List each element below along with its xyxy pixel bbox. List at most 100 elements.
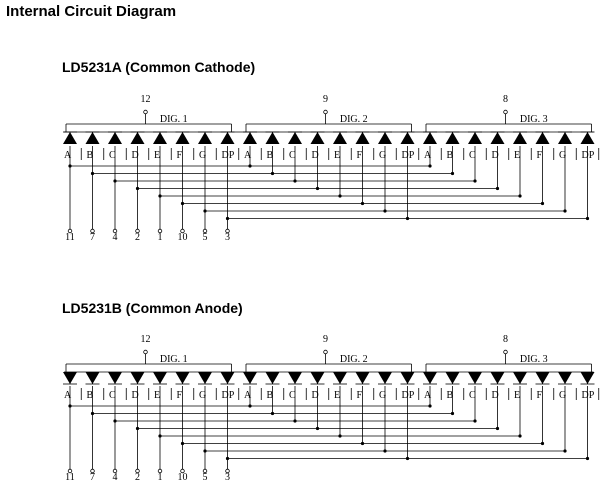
common-pin-number: 9 <box>323 334 328 345</box>
segment-label: G <box>379 150 386 161</box>
segment-label: A <box>64 150 72 161</box>
segment-label: F <box>357 150 363 161</box>
segment-label: DP <box>402 390 415 401</box>
segment-pin-terminal <box>90 228 95 234</box>
segment-label: B <box>87 390 94 401</box>
segment-pin-number: 1 <box>158 472 163 483</box>
common-pin-number: 9 <box>323 94 328 105</box>
segment-pin-number: 4 <box>113 472 118 483</box>
segment-label: G <box>379 390 386 401</box>
segment-pin-number: 10 <box>178 232 188 243</box>
segment-pin-number: 7 <box>90 472 95 483</box>
segment-label: G <box>199 390 206 401</box>
segment-label: C <box>289 390 296 401</box>
segment-label: G <box>199 150 206 161</box>
segment-label: E <box>514 390 520 401</box>
common-pin-terminal <box>143 349 148 355</box>
segment-pin-terminal <box>202 228 208 234</box>
segment-pin-number: 11 <box>65 472 75 483</box>
segment-label: D <box>312 150 319 161</box>
segment-pin-number: 2 <box>135 232 140 243</box>
segment-label: E <box>154 390 160 401</box>
segment-label: DP <box>582 390 595 401</box>
segment-label: B <box>267 150 274 161</box>
segment-label: E <box>514 150 520 161</box>
section-title-common-cathode: LD5231A (Common Cathode) <box>62 59 256 75</box>
digit-label: DIG. 1 <box>160 354 188 365</box>
segment-label: B <box>447 150 454 161</box>
digit-label: DIG. 2 <box>340 354 368 365</box>
segment-label: C <box>469 150 476 161</box>
digit-label: DIG. 3 <box>520 114 548 125</box>
common-pin-terminal <box>323 109 328 115</box>
segment-label: C <box>289 150 296 161</box>
segment-pin-terminal <box>202 468 208 474</box>
common-pin-terminal <box>323 349 328 355</box>
segment-pin-number: 1 <box>158 232 163 243</box>
segment-label: C <box>109 390 116 401</box>
segment-pin-number: 3 <box>225 232 230 243</box>
segment-label: DP <box>222 150 235 161</box>
segment-label: A <box>424 390 432 401</box>
segment-pin-number: 7 <box>90 232 95 243</box>
segment-label: F <box>357 390 363 401</box>
segment-pin-terminal <box>157 468 163 474</box>
segment-label: E <box>334 390 340 401</box>
digit-label: DIG. 2 <box>340 114 368 125</box>
segment-label: D <box>492 390 499 401</box>
segment-label: F <box>537 150 543 161</box>
circuit-diagram-common-cathode: DIG. 112ABCDEFGDPDIG. 29ABCDEFGDPDIG. 38… <box>63 94 600 243</box>
segment-label: B <box>87 150 94 161</box>
common-pin-number: 12 <box>141 94 151 105</box>
segment-pin-terminal <box>112 228 118 234</box>
segment-label: E <box>154 150 160 161</box>
common-pin-terminal <box>143 109 148 115</box>
segment-pin-number: 10 <box>178 472 188 483</box>
segment-pin-terminal <box>90 468 95 474</box>
segment-label: G <box>559 150 566 161</box>
digit-label: DIG. 3 <box>520 354 548 365</box>
segment-pin-number: 4 <box>113 232 118 243</box>
segment-pin-terminal <box>157 228 163 234</box>
common-pin-terminal <box>503 349 508 355</box>
segment-label: G <box>559 390 566 401</box>
segment-pin-terminal <box>180 228 185 234</box>
common-pin-number: 8 <box>503 334 508 345</box>
segment-pin-terminal <box>180 468 185 474</box>
segment-label: DP <box>402 150 415 161</box>
segment-label: C <box>109 150 116 161</box>
segment-pin-terminal <box>225 468 230 474</box>
segment-label: D <box>492 150 499 161</box>
segment-pin-number: 11 <box>65 232 75 243</box>
segment-pin-terminal <box>225 228 230 234</box>
segment-pin-number: 3 <box>225 472 230 483</box>
segment-pin-terminal <box>67 228 73 234</box>
section-title-common-anode: LD5231B (Common Anode) <box>62 300 243 316</box>
segment-label: A <box>244 150 252 161</box>
segment-label: DP <box>222 390 235 401</box>
segment-label: A <box>64 390 72 401</box>
segment-pin-terminal <box>135 228 140 234</box>
segment-pin-terminal <box>135 468 140 474</box>
segment-label: B <box>267 390 274 401</box>
segment-label: F <box>537 390 543 401</box>
segment-pin-terminal <box>112 468 118 474</box>
segment-pin-terminal <box>67 468 73 474</box>
segment-label: D <box>132 150 139 161</box>
digit-label: DIG. 1 <box>160 114 188 125</box>
segment-label: E <box>334 150 340 161</box>
segment-label: F <box>177 150 183 161</box>
page-title: Internal Circuit Diagram <box>6 3 177 20</box>
segment-label: A <box>244 390 252 401</box>
segment-label: DP <box>582 150 595 161</box>
segment-pin-number: 2 <box>135 472 140 483</box>
segment-pin-number: 5 <box>203 472 208 483</box>
segment-label: C <box>469 390 476 401</box>
segment-label: F <box>177 390 183 401</box>
common-pin-number: 8 <box>503 94 508 105</box>
segment-label: D <box>312 390 319 401</box>
circuit-diagram-common-anode: DIG. 1 1 2 A B C D E F G DP DIG. 2 9A B C D E F G DP DIG. 3 8… <box>63 334 600 483</box>
segment-pin-number: 5 <box>203 232 208 243</box>
segment-label: D <box>132 390 139 401</box>
segment-label: A <box>424 150 432 161</box>
